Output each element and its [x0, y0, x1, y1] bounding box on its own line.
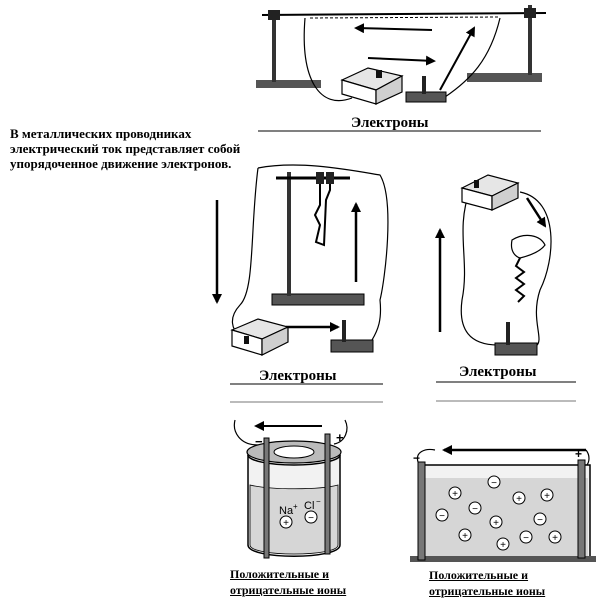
- caption-middle-right-electrons: Электроны: [459, 364, 537, 380]
- top-arrow-right: [367, 55, 436, 66]
- ion-positive-sign: +: [493, 518, 499, 529]
- beaker-lid-hole: [273, 445, 315, 459]
- cl-label: Cl: [304, 500, 314, 512]
- ion-positive: [548, 530, 562, 544]
- tank-electrode-right: [577, 459, 586, 559]
- intro-text: В металлических проводниках электрически…: [10, 126, 241, 171]
- ml-clamp-left: [316, 172, 324, 184]
- right-stand-rod: [528, 5, 532, 75]
- middle-left-diagram: [212, 164, 389, 403]
- ion-negative-sign: −: [537, 515, 543, 526]
- tank-left-lead: [416, 448, 436, 463]
- caption-right-ions-line2: отрицательные ионы: [429, 584, 546, 598]
- beaker-right-lead: [333, 419, 348, 445]
- ml-battery-terminal: [244, 336, 249, 344]
- ion-negative: [435, 508, 449, 522]
- beaker-left-lead: [233, 419, 259, 446]
- caption-left-ions-line2: отрицательные ионы: [230, 583, 347, 597]
- mr-switch-lever: [506, 322, 510, 345]
- beaker-plus-sign: +: [336, 430, 344, 445]
- ion-negative: [533, 512, 547, 526]
- na-ion-sign: +: [283, 518, 289, 529]
- left-stand-base: [256, 80, 321, 88]
- ion-positive-sign: +: [500, 540, 506, 551]
- mr-spring: [514, 257, 526, 303]
- ion-negative: [468, 501, 482, 515]
- tank-plus-sign: +: [575, 447, 582, 461]
- ion-negative-sign: −: [472, 504, 478, 515]
- tank-diagram: − + + + + + + + + − −: [410, 445, 596, 562]
- tank-base: [410, 556, 596, 562]
- caption-middle-left-electrons: Электроны: [259, 368, 337, 384]
- top-battery-terminal: [376, 70, 382, 78]
- top-arrow-left: [354, 23, 433, 34]
- tank-electrode-left: [417, 461, 426, 561]
- mr-switch: [494, 342, 538, 356]
- ml-clamp-right: [326, 172, 334, 184]
- mr-arrow-down-right: [525, 197, 547, 228]
- tank-right-lead: [585, 449, 590, 467]
- na-ion: [279, 515, 293, 529]
- caption-left-ions-line1: Положительные и: [230, 567, 330, 581]
- ion-positive-sign: +: [516, 494, 522, 505]
- mr-battery-side: [491, 182, 519, 211]
- top-right-lead: [444, 17, 501, 98]
- top-wire: [261, 12, 547, 16]
- right-stand-base: [467, 73, 542, 82]
- mr-wire-left: [460, 189, 499, 346]
- cl-ion-sign: −: [308, 513, 314, 524]
- beaker-diagram: − + Na + + Cl − −: [233, 419, 348, 559]
- beaker-solution: [249, 484, 339, 555]
- ml-battery-side: [261, 326, 289, 356]
- caption-right-ions-line1: Положительные и: [429, 568, 529, 582]
- cl-charge-label: −: [316, 497, 321, 506]
- ml-stand-rod: [287, 172, 291, 296]
- ion-positive: [540, 488, 554, 502]
- ion-positive: [496, 537, 510, 551]
- top-battery-side: [375, 74, 403, 105]
- ion-positive-sign: +: [552, 533, 558, 544]
- top-switch-lever: [422, 76, 426, 94]
- ion-negative-sign: −: [491, 478, 497, 489]
- ion-positive-sign: +: [462, 531, 468, 542]
- ion-negative: [519, 530, 533, 544]
- middle-right-diagram: [435, 174, 576, 402]
- ion-positive: [489, 515, 503, 529]
- beaker-electrode-right: [324, 433, 331, 555]
- tank-negative-ions: − − − − −: [435, 475, 547, 544]
- ion-positive: [448, 486, 462, 500]
- right-clamp: [524, 8, 536, 18]
- mr-hand: [510, 234, 546, 259]
- top-diagram: [256, 5, 547, 132]
- na-charge-label: +: [293, 502, 298, 511]
- top-arrow-up: [439, 26, 475, 91]
- left-stand-rod: [272, 10, 276, 82]
- ml-switch-lever: [342, 320, 346, 342]
- ion-positive-sign: +: [452, 489, 458, 500]
- ion-negative-sign: −: [523, 533, 529, 544]
- ml-outer-wire-left: [231, 167, 259, 337]
- ml-outer-wire-right: [257, 164, 389, 341]
- ml-stand-base: [271, 293, 365, 306]
- ion-positive-sign: +: [544, 491, 550, 502]
- na-label: Na: [279, 505, 294, 517]
- beaker-electrode-left: [263, 437, 270, 559]
- ion-negative-sign: −: [439, 511, 445, 522]
- beaker-minus-sign: −: [255, 434, 263, 449]
- top-left-lead: [303, 17, 353, 102]
- ion-negative: [487, 475, 501, 489]
- mr-battery-terminal: [474, 180, 479, 188]
- left-clamp: [268, 10, 280, 20]
- top-wire-coil: [309, 16, 499, 19]
- tank-minus-sign: −: [413, 451, 420, 465]
- ion-positive: [458, 528, 472, 542]
- cl-ion: [304, 510, 318, 524]
- ml-hanging-wire: [313, 184, 331, 247]
- mr-wire-right: [519, 191, 552, 347]
- ion-positive: [512, 491, 526, 505]
- tank-positive-ions: + + + + + + +: [448, 486, 562, 551]
- ml-switch: [330, 339, 374, 353]
- caption-top-electrons: Электроны: [351, 115, 429, 131]
